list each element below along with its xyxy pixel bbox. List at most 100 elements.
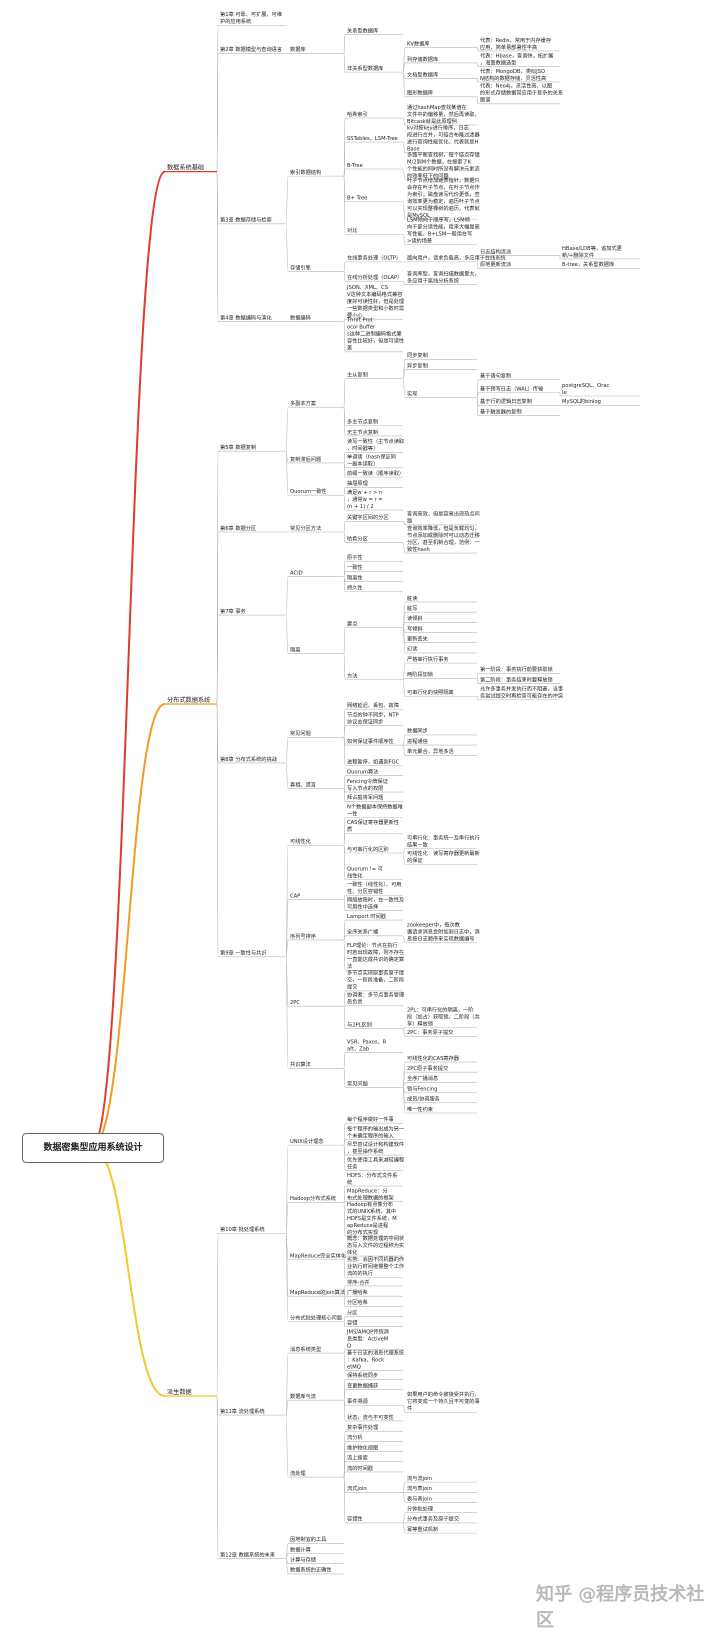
topic-2-消息系统类型[interactable]: 消息系统类型	[288, 1345, 344, 1353]
topic-3-前缀一致读-顺序读取-[interactable]: 前缀一致读（顺序读取）	[345, 469, 404, 477]
topic-3-关键字区间的分区[interactable]: 关键字区间的分区	[345, 513, 403, 521]
topic-2-存储引擎[interactable]: 存储引擎	[288, 263, 344, 271]
topic-4-文档型数据库[interactable]: 文档型数据库	[405, 70, 477, 78]
topic-5-基于触发器的复制[interactable]: 基于触发器的复制	[478, 407, 560, 415]
topic-2-2PC[interactable]: 2PC	[288, 1000, 344, 1006]
topic-2-Hadoop分布式系统[interactable]: Hadoop分布式系统	[288, 1194, 344, 1202]
topic-3-SSTables-LSM-Tree[interactable]: SSTables，LSM-Tree	[345, 136, 403, 142]
topic-2-常见分区方法[interactable]: 常见分区方法	[288, 524, 344, 532]
topic-0-分布式数据系统[interactable]: 分布式数据系统	[165, 696, 217, 704]
topic-3-隔离性[interactable]: 隔离性	[345, 573, 403, 581]
topic-4-多路平衡查找树-每个结点存储M-2到M个数据-在[interactable]: 多路平衡查找树，每个结点存储M/2到M个数据，在搜索了K个性能的同时所没有解决元…	[405, 150, 480, 179]
topic-4-表与表join[interactable]: 表与表join	[405, 1494, 477, 1502]
topic-2-常见问题[interactable]: 常见问题	[288, 729, 344, 737]
topic-4-zookeeper中-每次数据请求消息会附加到日[interactable]: zookeeper中，每次数据请求消息会附加到日志中，消息按日志顺序来实现数据编…	[405, 921, 480, 943]
topic-3-B-Tree[interactable]: B+ Tree	[345, 195, 403, 201]
topic-3-尽早尝试设计和构建软件-甚至操作系统[interactable]: 尽早尝试设计和构建软件，甚至操作系统	[345, 1140, 404, 1155]
topic-3-广播哈希[interactable]: 广播哈希	[345, 1288, 403, 1296]
topic-4-流与流join[interactable]: 流与流join	[405, 1474, 477, 1482]
topic-2-ACID[interactable]: ACID	[288, 570, 344, 576]
topic-3-一致性-线性化-可用性-分区容错性[interactable]: 一致性（线性化）、可用性、分区容错性	[345, 880, 403, 895]
topic-4-锁与Fencing[interactable]: 锁与Fencing	[405, 1084, 477, 1092]
topic-2-数据库[interactable]: 数据库	[288, 45, 344, 53]
topic-3-事件溯源[interactable]: 事件溯源	[345, 1397, 403, 1405]
topic-2-流处理[interactable]: 流处理	[288, 1469, 344, 1477]
topic-3-关系型数据库[interactable]: 关系型数据库	[345, 26, 403, 34]
topic-3-Quorum-可线性化[interactable]: Quorum != 可线性化	[345, 866, 403, 880]
topic-3-JSON-XML-CSV这种文本编码格式兼容度好[interactable]: JSON、XML、CSV这种文本编码格式兼容度好可读性好，但是处理一些数据类型和…	[345, 285, 405, 319]
topic-3-分区[interactable]: 分区	[345, 1308, 403, 1316]
topic-1-第9章-一致性与共识[interactable]: 第9章 一致性与共识	[218, 949, 286, 957]
topic-4-LSM倾向于顺序写-LSM倾向于部分读性能-用来[interactable]: LSM倾向于顺序写，LSM倾向于部分读性能，用来大幅提高写性能，B+LSM一般用…	[405, 216, 480, 245]
topic-2-计算与存储[interactable]: 计算与存储	[288, 1556, 344, 1564]
topic-3-Hadoop有点像分布式的UNIX系统-其中HD[interactable]: Hadoop有点像分布式的UNIX系统，其中HDFS是文件系统，MapReduc…	[345, 1200, 403, 1236]
topic-5-原地更新流派[interactable]: 原地更新流派	[478, 260, 560, 268]
topic-3-全序关系广播[interactable]: 全序关系广播	[345, 928, 403, 936]
topic-4-分布式事务及原子提交[interactable]: 分布式事务及原子提交	[405, 1515, 477, 1523]
topic-2-MapReduce的join算法[interactable]: MapReduce的join算法	[288, 1288, 345, 1296]
topic-2-UNIX设计理念[interactable]: UNIX设计理念	[288, 1137, 344, 1145]
topic-3-Quorum算法[interactable]: Quorum算法	[345, 768, 403, 776]
topic-4-列存储数据库[interactable]: 列存储数据库	[405, 55, 477, 63]
topic-6-MySQL的binlog[interactable]: MySQL的binlog	[560, 397, 640, 405]
topic-4-成员-协调服务[interactable]: 成员/协调服务	[405, 1095, 477, 1103]
topic-1-第10章-批处理系统[interactable]: 第10章 批处理系统	[218, 1225, 286, 1233]
topic-4-数据同步[interactable]: 数据同步	[405, 727, 477, 735]
topic-1-第7章-事务[interactable]: 第7章 事务	[218, 607, 286, 615]
topic-4-2PL-可串行化的隔离-一阶段-加占-获取锁-二[interactable]: 2PL：可串行化的隔离，一阶段（加占）获取锁，二阶段（共享）释放锁	[405, 1005, 480, 1027]
topic-2-数据编码[interactable]: 数据编码	[288, 313, 344, 321]
topic-3-每个程序做好一件事[interactable]: 每个程序做好一件事	[345, 1115, 403, 1123]
topic-4-两阶段加锁[interactable]: 两阶段加锁	[405, 670, 477, 678]
topic-5-代表-Hbase-查询快-拓扩展-海量数据选型[interactable]: 代表：Hbase，查询快，拓扩展，海量数据选型	[478, 51, 560, 66]
topic-4-异步复制[interactable]: 异步复制	[405, 361, 477, 369]
topic-4-严格串行执行事务[interactable]: 严格串行执行事务	[405, 655, 477, 663]
topic-4-可线性化的CAS寄存器[interactable]: 可线性化的CAS寄存器	[405, 1054, 477, 1062]
topic-2-数据库与流[interactable]: 数据库与流	[288, 1392, 344, 1400]
topic-3-如何保证事件顺序性[interactable]: 如何保证事件顺序性	[345, 737, 403, 745]
topic-0-派生数据[interactable]: 派生数据	[165, 1388, 217, 1396]
topic-2-复制滞后问题[interactable]: 复制滞后问题	[288, 455, 344, 463]
topic-3-与可串行化的区别[interactable]: 与可串行化的区别	[345, 845, 403, 853]
topic-3-维护物化视图[interactable]: 维护物化视图	[345, 1443, 403, 1451]
topic-1-第5章-数据复制[interactable]: 第5章 数据复制	[218, 443, 286, 451]
topic-2-可线性化[interactable]: 可线性化	[288, 837, 344, 845]
topic-3-非关系型数据库[interactable]: 非关系型数据库	[345, 64, 403, 72]
topic-3-哈希索引[interactable]: 哈希索引	[345, 110, 403, 118]
topic-5-日志结构流派[interactable]: 日志结构流派	[478, 247, 560, 255]
topic-1-第12章-数据系统的未来[interactable]: 第12章 数据系统的未来	[218, 1550, 286, 1558]
topic-3-容错性[interactable]: 容错性	[345, 1515, 403, 1523]
topic-3-在线事务处理-OLTP-[interactable]: 在线事务处理（OLTP）	[345, 254, 403, 262]
topic-3-Lamport-时间戳[interactable]: Lamport 时间戳	[345, 912, 403, 920]
topic-3-无主节点复制[interactable]: 无主节点复制	[345, 428, 403, 436]
topic-4-脏写[interactable]: 脏写	[405, 604, 477, 612]
topic-2-数据计算[interactable]: 数据计算	[288, 1545, 344, 1553]
topic-5-第二阶段-事务结束时要释放锁[interactable]: 第二阶段：事务结束时要释放锁	[478, 675, 560, 683]
topic-4-2PC原子事务提交[interactable]: 2PC原子事务提交	[405, 1064, 477, 1072]
topic-3-变更数据捕获[interactable]: 变更数据捕获	[345, 1381, 403, 1389]
topic-4-KV数据库[interactable]: KV数据库	[405, 39, 477, 47]
topic-1-第11章-流处理系统[interactable]: 第11章 流处理系统	[218, 1407, 286, 1415]
topic-5-基于语句复制[interactable]: 基于语句复制	[478, 371, 560, 379]
topic-3-原子性[interactable]: 原子性	[345, 553, 403, 561]
topic-3-保持系统同步[interactable]: 保持系统同步	[345, 1371, 403, 1379]
topic-4-2PC-事务原子提交[interactable]: 2PC：事务原子提交	[405, 1028, 477, 1036]
topic-3-流上搜索[interactable]: 流上搜索	[345, 1454, 403, 1462]
